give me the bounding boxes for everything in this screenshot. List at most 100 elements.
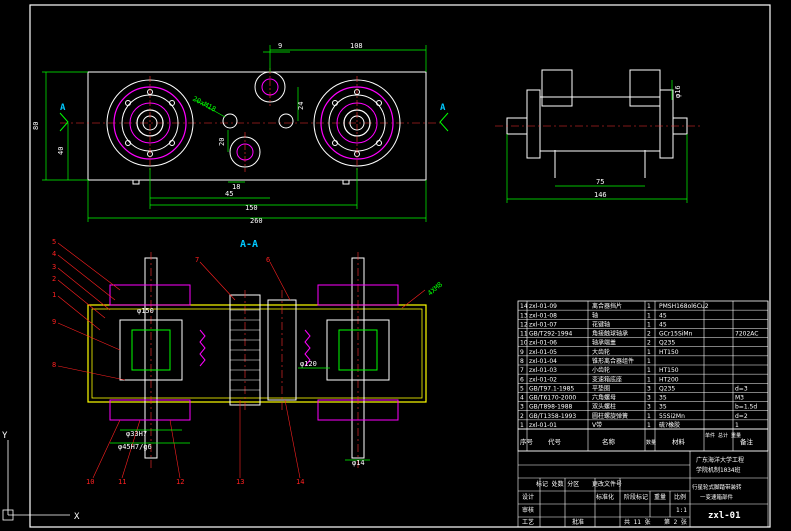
ucs-icon: Y X bbox=[2, 431, 80, 522]
side-view-dimensions bbox=[506, 80, 688, 203]
bom-cell-no: 14 bbox=[520, 303, 528, 310]
dim-phi120: φ120 bbox=[300, 360, 317, 368]
bom-cell-no: 13 bbox=[520, 312, 528, 319]
bom-cell-note: 7202AC bbox=[735, 331, 758, 338]
bom-header-weight: 单件 总计 重量 bbox=[705, 432, 741, 439]
dim-24: 24 bbox=[297, 102, 305, 110]
bom-cell-code: GB/T97.1-1985 bbox=[529, 385, 574, 392]
tag-14: 14 bbox=[296, 478, 304, 486]
bom-cell-qty: 1 bbox=[647, 349, 651, 356]
school-line-1: 广东海洋大学工程 bbox=[696, 456, 744, 464]
bom-cell-mat: Q235 bbox=[659, 385, 675, 392]
bom-cell-code: GB/T898-1988 bbox=[529, 404, 573, 411]
tb-sheet: 第 2 张 bbox=[664, 518, 687, 526]
bom-cell-qty: 1 bbox=[647, 413, 651, 420]
bom-cell-name: 六角螺母 bbox=[592, 394, 616, 402]
tb-approve: 批准 bbox=[572, 518, 584, 526]
bom-cell-name: 离合器挡片 bbox=[592, 302, 622, 310]
bom-cell-code: zxl-01-06 bbox=[529, 340, 557, 347]
drawing-number: zxl-01 bbox=[708, 511, 741, 521]
bom-cell-qty: 1 bbox=[647, 303, 651, 310]
tag-1: 1 bbox=[52, 291, 56, 299]
bom-cell-qty: 1 bbox=[647, 321, 651, 328]
bom-cell-code: zxl-01-05 bbox=[529, 349, 557, 356]
tag-3: 3 bbox=[52, 263, 56, 271]
bom-cell-name: 大齿轮 bbox=[592, 348, 610, 356]
tb-scale-label: 比例 bbox=[674, 493, 686, 501]
tag-10: 10 bbox=[86, 478, 94, 486]
tb-scale: 1:1 bbox=[676, 507, 687, 514]
tb-change: 更改文件号 bbox=[592, 480, 622, 488]
bom-cell-no: 3 bbox=[520, 404, 524, 411]
bom-cell-mat: 35 bbox=[659, 404, 667, 411]
bom-cell-no: 8 bbox=[520, 358, 524, 365]
bom-cell-name: 角接触球轴承 bbox=[592, 330, 628, 338]
bom-header-note: 备注 bbox=[740, 437, 754, 446]
bom-cell-code: zxl-01-04 bbox=[529, 358, 557, 365]
bom-cell-no: 6 bbox=[520, 376, 524, 383]
bom-cell-note: b=1.5d bbox=[735, 404, 757, 411]
bom-cell-qty: 2 bbox=[647, 331, 651, 338]
bom-cell-note: d=3 bbox=[735, 385, 748, 392]
tag-4: 4 bbox=[52, 250, 56, 258]
product-name-1: 行星轮式脚踏带装转 bbox=[692, 483, 742, 491]
dim-108: 108 bbox=[350, 42, 363, 50]
bom-cell-qty: 1 bbox=[647, 422, 651, 429]
bom-cell-mat: 45 bbox=[659, 312, 667, 319]
tb-sheets: 共 11 张 bbox=[624, 518, 650, 526]
bom-header-qty: 数量 bbox=[646, 439, 656, 446]
dim-80: 80 bbox=[32, 122, 40, 130]
bom-cell-name: 圆柱螺旋弹簧 bbox=[592, 412, 628, 420]
side-view bbox=[495, 69, 700, 178]
school-line-2: 学院机制1034班 bbox=[696, 466, 740, 474]
dim-45: 45 bbox=[225, 190, 233, 198]
tag-8: 8 bbox=[52, 361, 56, 369]
dim-phi150: φ150 bbox=[137, 307, 154, 315]
bom-cell-no: 2 bbox=[520, 413, 524, 420]
dim-18: 18 bbox=[232, 183, 240, 191]
tag-13: 13 bbox=[236, 478, 244, 486]
tb-check: 审核 bbox=[522, 506, 534, 514]
tag-2: 2 bbox=[52, 275, 56, 283]
dim-40: 40 bbox=[57, 147, 65, 155]
bom-cell-mat: PMSH168ol6Cu2 bbox=[659, 303, 709, 310]
bom-cell-mat: 35 bbox=[659, 395, 667, 402]
tb-weight: 重量 bbox=[654, 493, 666, 501]
drawing-border bbox=[29, 4, 771, 528]
bom-cell-qty: 1 bbox=[647, 312, 651, 319]
bom-cell-qty: 3 bbox=[647, 404, 651, 411]
bom-cell-note: 1 bbox=[735, 422, 739, 429]
bom-cell-name: 轴 bbox=[592, 311, 598, 319]
bom-cell-code: zxl-01-03 bbox=[529, 367, 557, 374]
bom-cell-mat: HT150 bbox=[659, 367, 679, 374]
bom-cell-name: 变速箱底座 bbox=[592, 375, 622, 383]
dim-150: 150 bbox=[245, 204, 258, 212]
bom-cell-name: 平垫圈 bbox=[592, 384, 610, 392]
dim-20: 20 bbox=[218, 138, 226, 146]
bom-cell-qty: 2 bbox=[647, 340, 651, 347]
dim-phi45: φ45H7/g6 bbox=[118, 443, 152, 451]
bom-cell-mat: HT150 bbox=[659, 349, 679, 356]
bom-header-no: 序号 bbox=[520, 437, 534, 446]
bom-cell-code: GB/T6170-2000 bbox=[529, 395, 576, 402]
tb-design: 设计 bbox=[522, 493, 534, 501]
bom-cell-code: zxl-01-07 bbox=[529, 321, 557, 328]
product-name-2: 一变速箱部件 bbox=[700, 493, 734, 501]
section-view bbox=[87, 252, 427, 470]
section-mark-left: A bbox=[60, 103, 66, 113]
tag-5: 5 bbox=[52, 238, 56, 246]
bom-cell-no: 9 bbox=[520, 349, 524, 356]
left-bearing-housing bbox=[106, 76, 194, 170]
tb-stage: 阶段标记 bbox=[624, 493, 648, 501]
bom-cell-no: 12 bbox=[520, 321, 528, 328]
bom-cell-qty: 1 bbox=[647, 358, 651, 365]
title-block bbox=[517, 450, 769, 528]
dim-146: 146 bbox=[594, 191, 607, 199]
tb-marks: 标记 处数 分区 bbox=[536, 480, 579, 488]
bom-cell-qty: 1 bbox=[647, 376, 651, 383]
tb-std: 标准化 bbox=[596, 493, 614, 501]
bom-cell-mat: 45 bbox=[659, 321, 667, 328]
section-mark-right: A bbox=[440, 103, 446, 113]
bom-cell-code: zxl-01-09 bbox=[529, 303, 557, 310]
